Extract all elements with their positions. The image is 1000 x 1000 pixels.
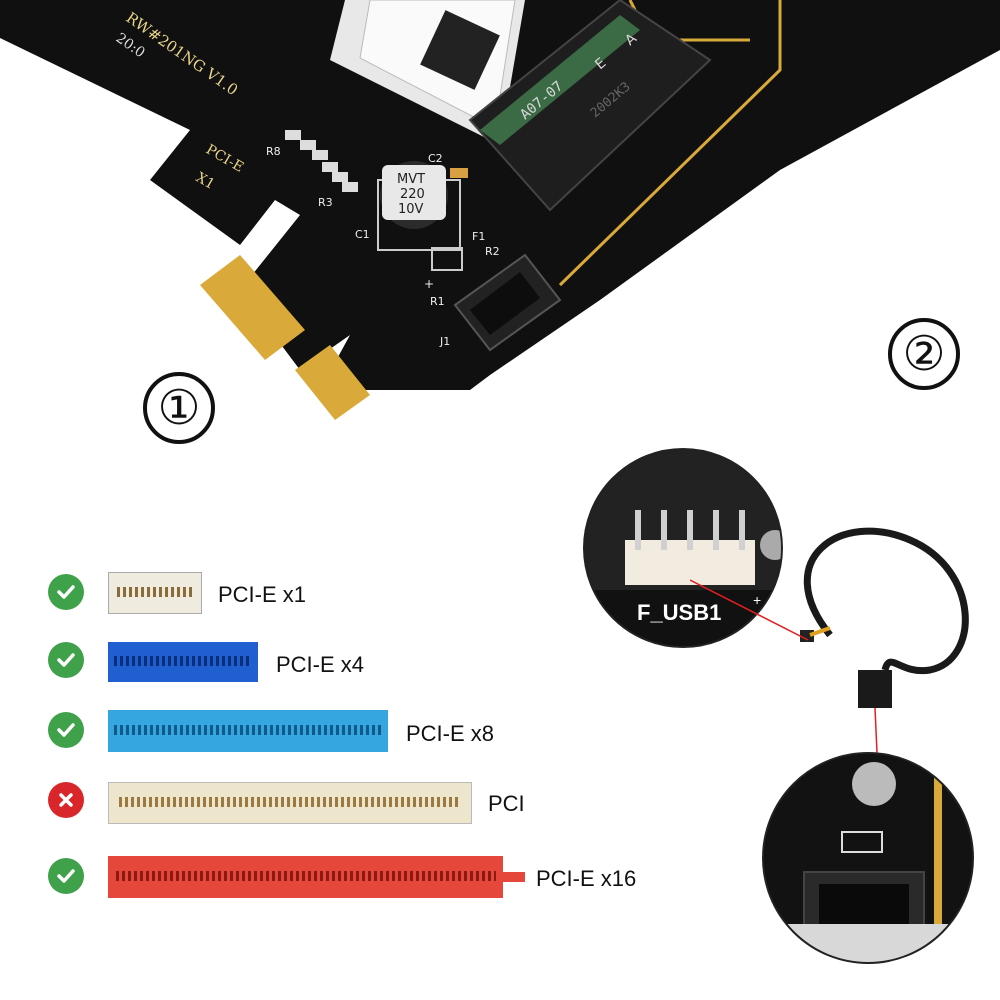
pcie-x16-slot <box>108 856 503 898</box>
resistor-array <box>285 130 358 192</box>
pcie-x16-latch <box>501 872 525 882</box>
gold-trace <box>558 0 782 287</box>
fuse-ref: F1 <box>472 230 485 243</box>
motherboard-usb-header-photo: F_USB1 + <box>583 448 783 648</box>
pci-slot <box>108 782 472 824</box>
pcie-x4-slot <box>108 642 258 682</box>
compat-row-pci: PCI <box>46 774 546 834</box>
usb-header-plug <box>858 670 892 708</box>
gold-fingers <box>200 255 370 420</box>
m2-socket <box>468 0 712 212</box>
res-ref-r8: R8 <box>266 145 281 158</box>
pcie-x8-slot <box>108 710 388 752</box>
compat-row-pcie-x1: PCI-E x1 <box>46 566 446 626</box>
r2-ref: R2 <box>485 245 500 258</box>
header-plus: + <box>753 592 762 608</box>
compat-row-pcie-x16: PCI-E x16 <box>46 848 686 908</box>
compat-label: PCI-E x4 <box>276 652 365 677</box>
unsupported-x-icon <box>48 782 84 818</box>
cap2-ref: C2 <box>428 152 443 165</box>
step-2-number: ② <box>888 318 960 390</box>
compat-label: PCI <box>488 791 525 816</box>
compat-label: PCI-E x1 <box>218 582 307 607</box>
compat-row-pcie-x4: PCI-E x4 <box>46 636 446 696</box>
plus-sign: + <box>424 277 434 291</box>
supported-check-icon <box>48 858 84 894</box>
r1-ref: R1 <box>430 295 445 308</box>
cap-line-1: MVT <box>397 172 425 187</box>
usb-header-label: F_USB1 <box>637 600 722 625</box>
fuse <box>431 247 463 271</box>
usb-cable <box>690 527 969 780</box>
pcie-x1-slot <box>108 572 202 614</box>
supported-check-icon <box>48 642 84 678</box>
compat-label: PCI-E x8 <box>406 721 495 746</box>
compat-label: PCI-E x16 <box>536 866 637 891</box>
m2-socket-green <box>480 15 640 145</box>
compat-row-pcie-x8: PCI-E x8 <box>46 704 546 764</box>
qr-code <box>420 10 500 90</box>
supported-check-icon <box>48 712 84 748</box>
header-pins <box>625 510 755 585</box>
pointer-line <box>690 579 809 641</box>
res-ref-r3: R3 <box>318 196 333 209</box>
cap-line-3: 10V <box>398 202 424 217</box>
supported-check-icon <box>48 574 84 610</box>
cap-ref: C1 <box>355 228 370 241</box>
card-usb-connector-photo <box>762 752 974 964</box>
pcie-wifi-card: A07-07 E A 2002K3 RW#201NG V1.0 20:0 PCI… <box>0 0 1000 420</box>
step-1-number: ① <box>143 372 215 444</box>
cap-line-2: 220 <box>400 187 425 202</box>
j1-ref: J1 <box>439 335 450 348</box>
